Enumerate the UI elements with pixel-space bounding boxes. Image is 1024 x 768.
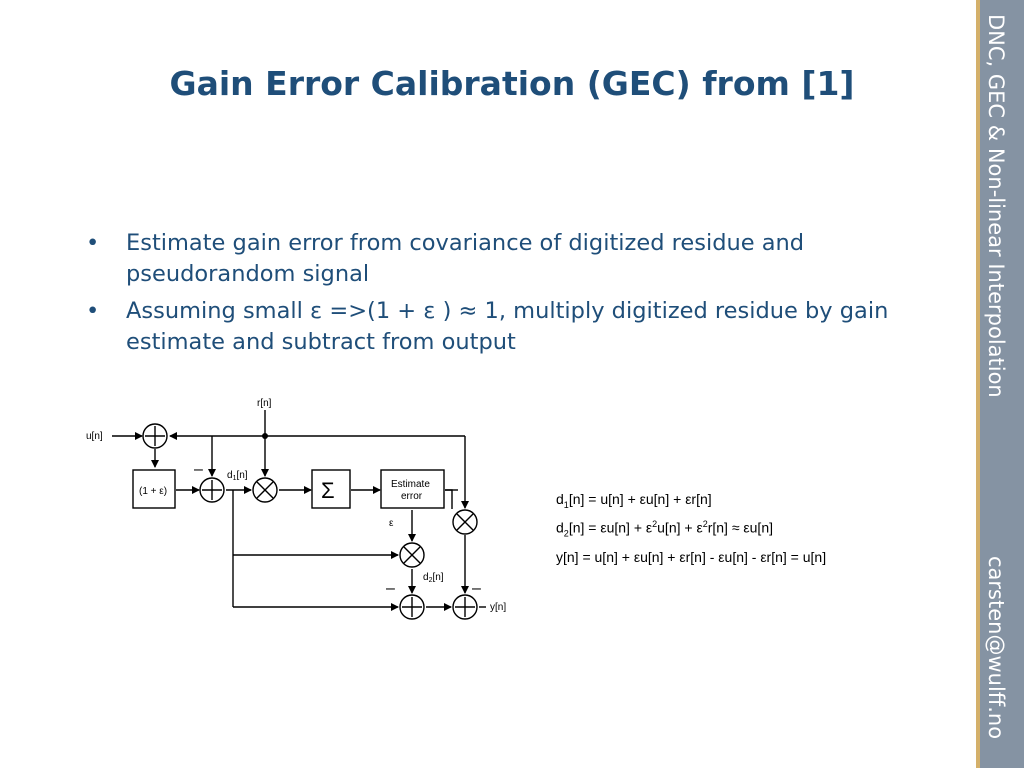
label-gain: (1 + ε) <box>139 486 167 497</box>
minus-d1: – <box>194 461 203 478</box>
gain-block <box>132 469 176 509</box>
label-y: y[n] <box>490 602 506 613</box>
minus-d2: – <box>386 580 395 597</box>
equation-d1: d1[n] = u[n] + εu[n] + εr[n] <box>556 491 712 510</box>
wire-est-mult3 <box>445 489 453 509</box>
multiplier-epsilon <box>399 542 425 568</box>
bullet-item: • Assuming small ε =>(1 + ε ) ≈ 1, multi… <box>86 296 916 358</box>
side-banner-title: DNC, GEC & Non-linear Interpolation <box>984 14 1008 398</box>
multiplier-r <box>252 477 278 503</box>
label-d2: d2[n] <box>423 572 444 584</box>
equation-d2: d2[n] = εu[n] + ε2u[n] + ε2r[n] ≈ εu[n] <box>556 519 774 539</box>
label-estimate: Estimate <box>391 479 430 490</box>
sigma-block <box>311 469 351 509</box>
equation-y: y[n] = u[n] + εu[n] + εr[n] - εu[n] - εr… <box>556 549 827 565</box>
side-stripe <box>976 0 980 768</box>
label-d1: d1[n] <box>227 470 248 482</box>
side-banner <box>976 0 1024 768</box>
bullet-list: • Estimate gain error from covariance of… <box>86 228 916 364</box>
bullet-item: • Estimate gain error from covariance of… <box>86 228 916 290</box>
adder-top <box>142 423 168 449</box>
label-sigma: Σ <box>321 478 335 503</box>
bullet-text: Assuming small ε =>(1 + ε ) ≈ 1, multipl… <box>126 298 889 355</box>
adder-d1 <box>199 477 225 503</box>
multiplier-right <box>452 509 478 535</box>
adder-output <box>452 594 478 620</box>
minus-output: – <box>472 580 481 597</box>
slide-title: Gain Error Calibration (GEC) from [1] <box>169 64 855 103</box>
label-r: r[n] <box>257 398 272 409</box>
label-u: u[n] <box>86 431 103 442</box>
side-banner-email: carsten@wulff.no <box>984 556 1008 740</box>
label-error: error <box>401 491 423 502</box>
bullet-marker: • <box>86 298 100 324</box>
bullet-text: Estimate gain error from covariance of d… <box>126 230 805 287</box>
bullet-marker: • <box>86 230 100 256</box>
estimate-error-block <box>380 469 445 509</box>
label-epsilon: ε <box>389 518 394 529</box>
adder-d2 <box>399 594 425 620</box>
junction-dot <box>262 433 268 439</box>
gec-block-diagram: r[n] u[n] (1 + ε) Σ Estimate error ε d1[… <box>86 398 506 620</box>
